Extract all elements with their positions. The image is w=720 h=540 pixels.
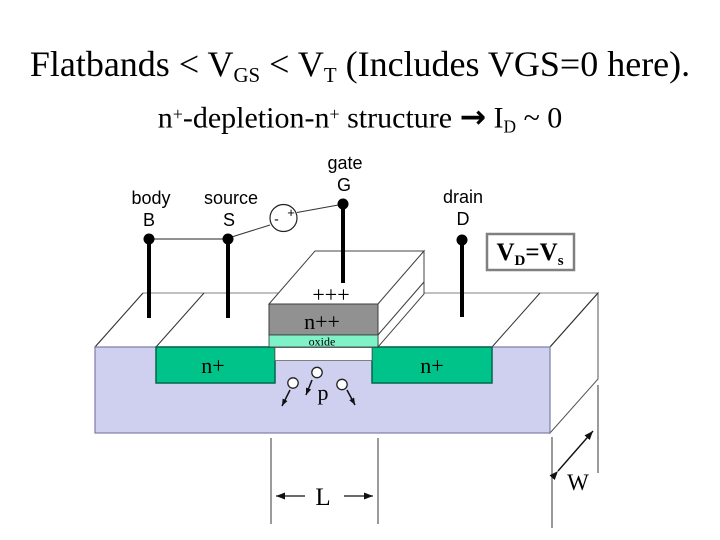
drain-terminal-dot [456, 234, 468, 246]
drain-region-label: n+ [420, 353, 443, 378]
subtitle-text: n [157, 101, 173, 135]
drain-label: drain [443, 187, 483, 207]
carrier-arrow [281, 389, 291, 407]
vd-vs-label: VD=Vs [496, 239, 563, 269]
title-block: Flatbands < VGS < VT (Includes VGS=0 her… [0, 42, 720, 143]
length-label: L [315, 484, 330, 511]
vd-sub-s: s [558, 253, 564, 269]
slide-subtitle: n+-depletion-n+ structure → ID ~ 0 [0, 97, 720, 143]
perspective-edge [549, 292, 599, 348]
body-letter: B [143, 210, 155, 230]
vd-v-text: V [496, 239, 514, 266]
width-double-arrow [549, 430, 594, 481]
gate-poly-front-face [268, 303, 379, 336]
source-battery-wire [229, 224, 271, 238]
battery-minus-text: - [274, 211, 279, 227]
subtitle-text: structure [339, 101, 460, 135]
gate-letter-text: G [337, 175, 351, 195]
source-letter-text: S [223, 210, 235, 230]
oxide-text: oxide [309, 335, 336, 349]
source-region-text: n+ [201, 353, 224, 378]
perspective-edge [491, 292, 541, 348]
body-text: body [131, 188, 170, 208]
title-text: Flatbands < V [29, 44, 234, 84]
battery-symbol [269, 203, 298, 233]
title-subscript-t: T [323, 62, 337, 87]
body-label: body [131, 188, 170, 208]
gate-material-label: n++ [304, 309, 340, 334]
subtitle-text: I [486, 101, 504, 135]
arrow-icon: → [459, 99, 486, 136]
source-terminal-dot [222, 233, 234, 245]
battery-minus-sign: - [274, 211, 279, 227]
title-text: (Includes VGS=0 here). [336, 44, 691, 84]
gate-charge-text: +++ [312, 282, 349, 307]
drain-text: drain [443, 187, 483, 207]
title-text: < V [260, 44, 324, 84]
gate-letter: G [337, 175, 351, 195]
gate-label: gate [327, 153, 362, 173]
slide-title: Flatbands < VGS < VT (Includes VGS=0 her… [0, 42, 720, 97]
vd-eq-text: =V [525, 239, 557, 266]
battery-gate-wire [296, 204, 342, 213]
carrier-circle [287, 377, 299, 389]
subtitle-superscript: + [329, 103, 340, 124]
carrier-arrow [305, 379, 313, 396]
battery-plus-text: + [287, 205, 295, 220]
drain-letter-text: D [457, 209, 470, 229]
substrate-text: p [318, 380, 329, 405]
subtitle-superscript: + [172, 103, 183, 124]
source-letter: S [223, 210, 235, 230]
battery-plus-sign: + [287, 205, 295, 220]
subtitle-subscript-d: D [503, 116, 517, 137]
width-label: W [567, 470, 589, 495]
body-letter-text: B [143, 210, 155, 230]
carrier-circle [336, 378, 348, 391]
drain-letter: D [457, 209, 470, 229]
title-subscript-gs: GS [233, 62, 261, 87]
gate-terminal-dot [337, 198, 349, 210]
perspective-edge [94, 292, 144, 348]
vd-sub-d: D [515, 253, 526, 269]
substrate-label: p [318, 380, 329, 405]
gate-text: gate [327, 153, 362, 173]
source-label: source [204, 188, 258, 208]
gate-material-text: n++ [304, 309, 340, 334]
source-nplus-region [155, 346, 276, 384]
width-text: W [567, 470, 589, 495]
carrier-arrow [346, 389, 356, 406]
subtitle-text: ~ 0 [516, 101, 563, 135]
channel-depletion-strip [274, 347, 373, 361]
carrier-circle [311, 366, 323, 379]
source-text: source [204, 188, 258, 208]
perspective-edge [155, 292, 205, 348]
oxide-front-face [268, 334, 379, 348]
vd-vs-box [485, 232, 576, 272]
gate-charge-label: +++ [312, 282, 349, 307]
body-terminal-dot [143, 233, 155, 245]
drain-region-text: n+ [420, 353, 443, 378]
length-text: L [315, 484, 330, 511]
source-region-label: n+ [201, 353, 224, 378]
drain-nplus-region [371, 346, 493, 384]
oxide-label: oxide [309, 335, 336, 349]
subtitle-text: -depletion-n [182, 101, 330, 135]
